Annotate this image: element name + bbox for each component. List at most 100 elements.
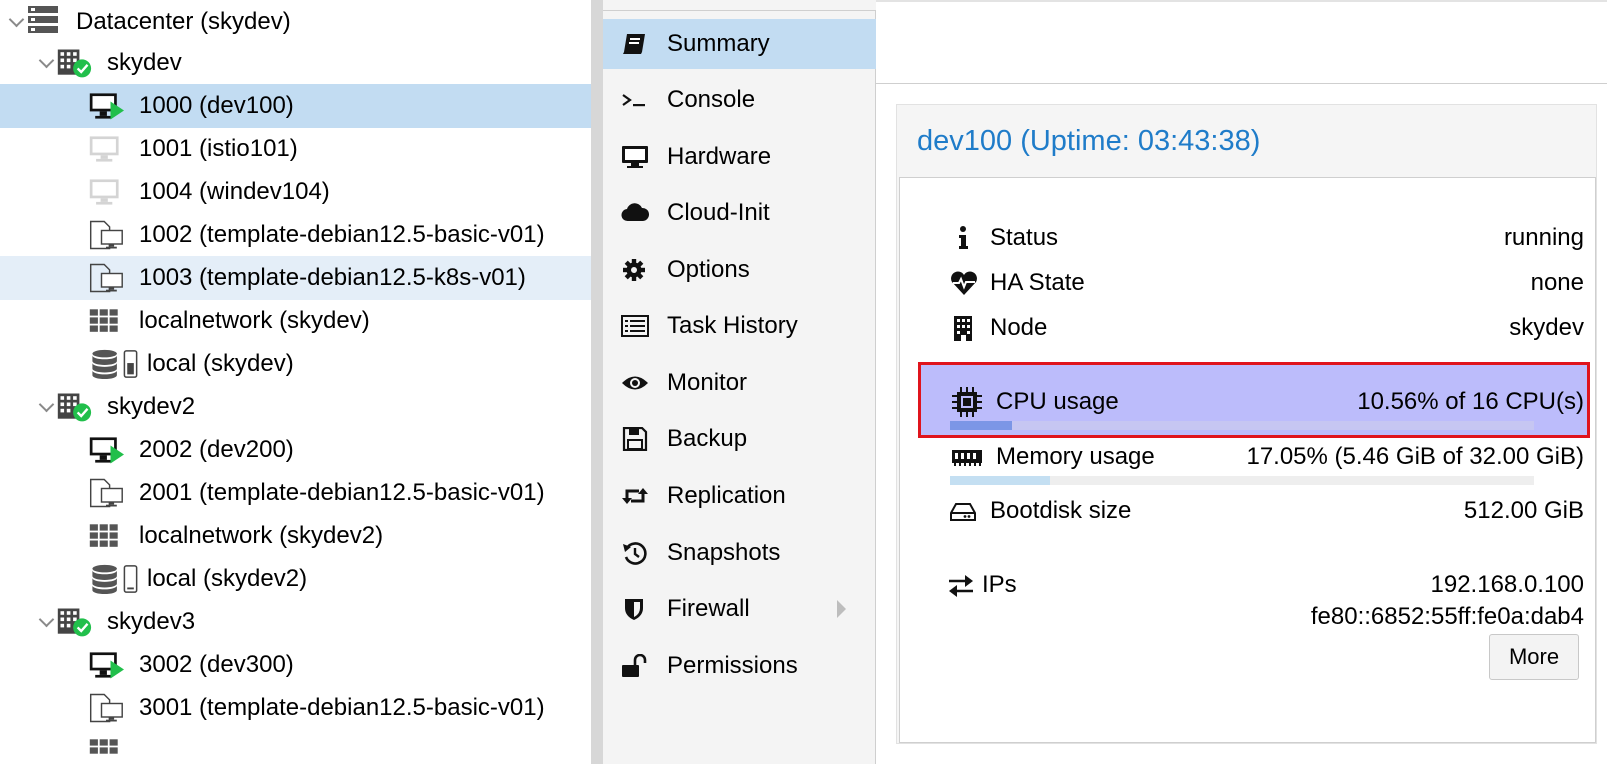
floppy-icon	[622, 427, 648, 451]
heartbeat-icon	[951, 271, 977, 295]
status-label: Status	[990, 224, 1059, 251]
resource-tree: Datacenter (skydev) skydev 1000 (dev100)…	[0, 0, 591, 764]
chevron-down-icon[interactable]	[38, 55, 56, 73]
ipv6-value: fe80::6852:55ff:fe0a:dab4	[1310, 603, 1584, 630]
nav-item-monitor[interactable]: Monitor	[603, 358, 876, 408]
memory-usage-bar	[950, 476, 1534, 485]
cpu-usage-bar	[950, 421, 1534, 430]
tree-item-node-skydev2[interactable]: skydev2	[0, 385, 591, 429]
nav-item-options[interactable]: Options	[603, 245, 876, 295]
ipv4-value: 192.168.0.100	[1430, 571, 1584, 598]
terminal-icon	[622, 94, 645, 107]
tree-item-label: 1001 (istio101)	[139, 135, 298, 162]
tree-item-node-skydev[interactable]: skydev	[0, 41, 591, 85]
bootdisk-value: 512.00 GiB	[1463, 497, 1584, 524]
tree-item-storage-skydev2[interactable]: local (skydev2)	[0, 557, 591, 601]
submenu-arrow-icon[interactable]	[837, 600, 846, 618]
nav-item-snapshots[interactable]: Snapshots	[603, 528, 876, 578]
ips-label: IPs	[982, 571, 1017, 598]
panel-splitter[interactable]	[591, 0, 603, 764]
memory-usage-bar-fill	[950, 476, 1050, 485]
memory-usage-label: Memory usage	[996, 443, 1155, 470]
memory-usage-row: Memory usage 17.05% (5.46 GiB of 32.00 G…	[950, 435, 1584, 479]
tree-item-vm-1004[interactable]: 1004 (windev104)	[0, 170, 591, 214]
nav-item-permissions[interactable]: Permissions	[603, 641, 876, 691]
vm-running-icon	[89, 437, 124, 464]
tree-item-label: skydev3	[107, 608, 196, 635]
nav-item-summary[interactable]: Summary	[603, 19, 876, 69]
nav-item-task-history[interactable]: Task History	[603, 301, 876, 351]
chevron-down-icon[interactable]	[38, 399, 56, 417]
vm-template-icon	[89, 263, 123, 293]
nav-item-hardware[interactable]: Hardware	[603, 132, 876, 182]
nav-item-firewall[interactable]: Firewall	[603, 584, 876, 634]
memory-module-icon	[952, 450, 982, 466]
tree-item-label: localnetwork (skydev)	[139, 307, 370, 334]
tree-item-label: local (skydev)	[147, 350, 294, 377]
tree-item-label: 1002 (template-debian12.5-basic-v01)	[139, 221, 545, 248]
history-icon	[623, 542, 647, 565]
tree-item-label: 1000 (dev100)	[139, 92, 294, 119]
vm-template-icon	[89, 478, 123, 508]
nav-item-label: Backup	[667, 425, 748, 452]
book-icon	[623, 34, 645, 54]
nav-toolbar-strip	[603, 0, 876, 11]
tree-item-template-1003[interactable]: 1003 (template-debian12.5-k8s-v01)	[0, 256, 591, 300]
tree-item-label: local (skydev2)	[147, 565, 308, 592]
tree-item-template-1002[interactable]: 1002 (template-debian12.5-basic-v01)	[0, 213, 591, 257]
tree-item-network-skydev3[interactable]	[0, 729, 591, 764]
vm-template-icon	[89, 220, 123, 250]
summary-toolbar	[876, 0, 1607, 84]
nav-item-cloud-init[interactable]: Cloud-Init	[603, 188, 876, 238]
status-panel: dev100 (Uptime: 03:43:38) Status running…	[896, 104, 1597, 744]
server-rack-icon	[28, 6, 58, 33]
ha-state-label: HA State	[990, 269, 1085, 296]
node-online-icon	[57, 49, 92, 78]
unlock-icon	[622, 654, 647, 677]
nav-item-label: Summary	[667, 30, 770, 57]
network-grid-icon	[89, 739, 118, 754]
nav-item-label: Cloud-Init	[667, 199, 770, 226]
tree-item-storage-skydev[interactable]: local (skydev)	[0, 342, 591, 386]
storage-database-icon	[92, 349, 138, 380]
tree-item-label: skydev2	[107, 393, 196, 420]
nav-item-backup[interactable]: Backup	[603, 414, 876, 464]
cpu-chip-icon	[952, 387, 982, 417]
cpu-usage-row: CPU usage 10.56% of 16 CPU(s)	[950, 380, 1584, 424]
list-icon	[621, 315, 649, 337]
retweet-icon	[622, 488, 648, 504]
network-grid-icon	[89, 309, 118, 332]
summary-content: dev100 (Uptime: 03:43:38) Status running…	[876, 0, 1607, 764]
tree-item-vm-3002[interactable]: 3002 (dev300)	[0, 643, 591, 687]
tree-item-vm-2002[interactable]: 2002 (dev200)	[0, 428, 591, 472]
storage-database-icon	[92, 564, 138, 595]
nav-item-label: Firewall	[667, 595, 750, 622]
more-ips-button[interactable]: More	[1489, 634, 1579, 680]
tree-item-label: 2001 (template-debian12.5-basic-v01)	[139, 479, 545, 506]
chevron-down-icon[interactable]	[8, 14, 26, 32]
shield-icon	[625, 599, 643, 620]
chevron-down-icon[interactable]	[38, 614, 56, 632]
node-online-icon	[57, 608, 92, 637]
vm-running-icon	[89, 93, 124, 120]
tree-item-network-skydev2[interactable]: localnetwork (skydev2)	[0, 514, 591, 558]
vm-stopped-icon	[89, 179, 119, 205]
tree-item-label: localnetwork (skydev2)	[139, 522, 384, 549]
tree-item-template-2001[interactable]: 2001 (template-debian12.5-basic-v01)	[0, 471, 591, 515]
tree-item-datacenter[interactable]: Datacenter (skydev)	[0, 0, 591, 44]
tree-item-vm-1000[interactable]: 1000 (dev100)	[0, 84, 591, 128]
memory-usage-value: 17.05% (5.46 GiB of 32.00 GiB)	[1246, 443, 1584, 470]
tree-item-node-skydev3[interactable]: skydev3	[0, 600, 591, 644]
bootdisk-row: Bootdisk size 512.00 GiB	[950, 489, 1584, 533]
nav-item-console[interactable]: Console	[603, 75, 876, 125]
cpu-usage-label: CPU usage	[996, 388, 1119, 415]
nav-item-label: Replication	[667, 482, 786, 509]
status-value: running	[1503, 224, 1584, 251]
tree-item-template-3001[interactable]: 3001 (template-debian12.5-basic-v01)	[0, 686, 591, 730]
node-online-icon	[57, 393, 92, 422]
tree-item-vm-1001[interactable]: 1001 (istio101)	[0, 127, 591, 171]
tree-item-label: Datacenter (skydev)	[76, 8, 291, 35]
tree-item-network-skydev[interactable]: localnetwork (skydev)	[0, 299, 591, 343]
nav-item-replication[interactable]: Replication	[603, 471, 876, 521]
tree-item-label: 3001 (template-debian12.5-basic-v01)	[139, 694, 545, 721]
